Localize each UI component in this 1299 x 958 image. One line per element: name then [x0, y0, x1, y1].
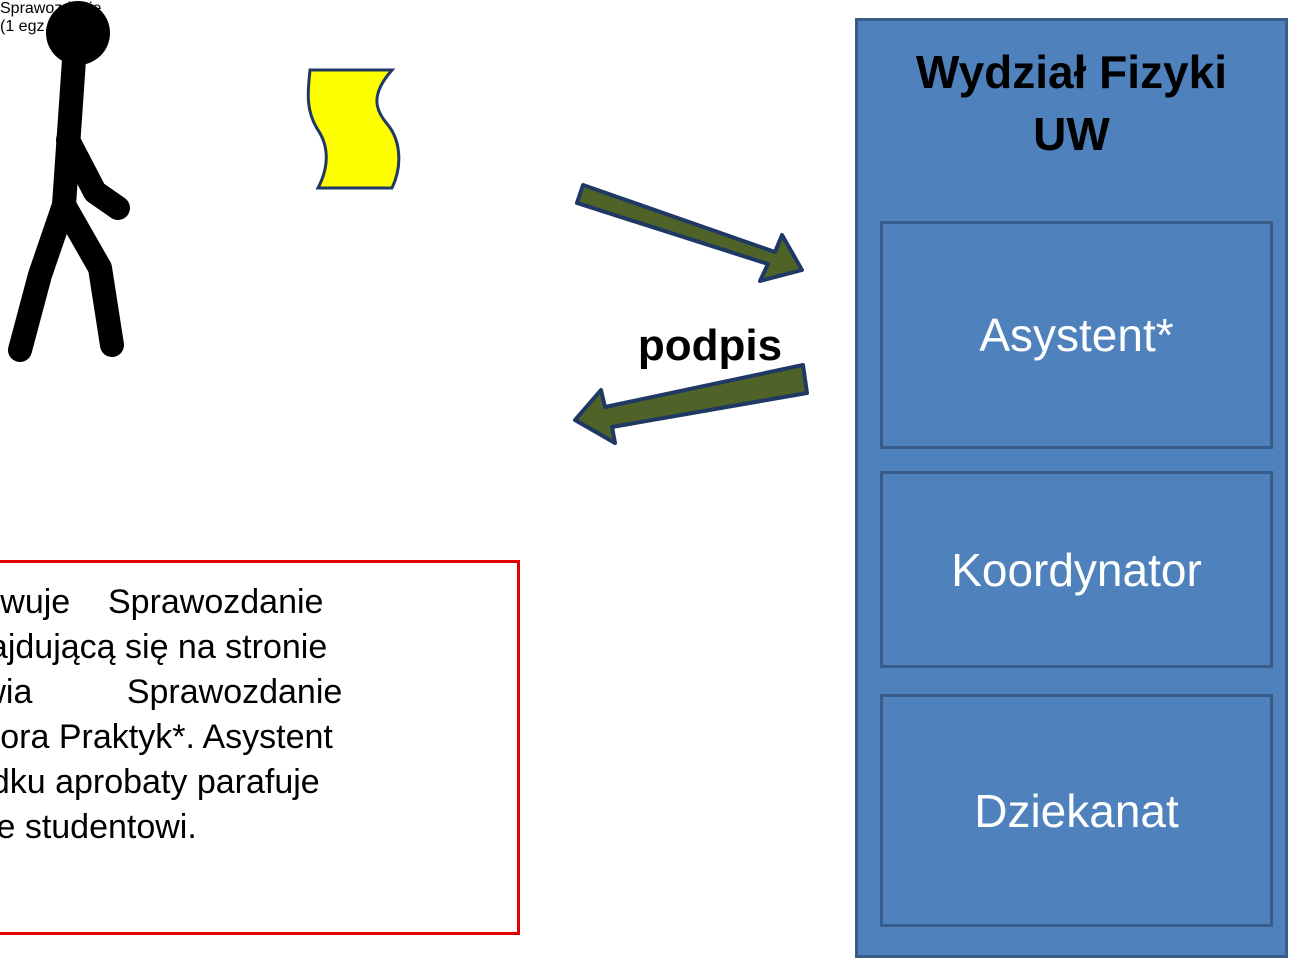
- unit-deans-office: Dziekanat: [880, 694, 1273, 927]
- copies-label: (1 egz.): [0, 18, 55, 35]
- unit-coordinator-label: Koordynator: [951, 543, 1202, 596]
- unit-deans-office-label: Dziekanat: [974, 784, 1179, 837]
- walking-person-icon: [8, 1, 130, 362]
- faculty-panel: Wydział Fizyki UW Asystent* Koordynator …: [855, 18, 1288, 958]
- submit-arrow-icon: [575, 183, 804, 283]
- procedure-note-box: otowuje Sprawozdanie znajdującą się na s…: [0, 560, 520, 935]
- report-document-icon: [306, 68, 401, 190]
- procedure-note-text: otowuje Sprawozdanie znajdującą się na s…: [0, 583, 343, 846]
- unit-coordinator: Koordynator: [880, 471, 1273, 668]
- unit-assistant-label: Asystent*: [979, 309, 1174, 361]
- signature-label: podpis: [637, 321, 783, 370]
- return-arrow-icon: [573, 363, 809, 445]
- unit-assistant: Asystent*: [880, 221, 1273, 449]
- faculty-title: Wydział Fizyki UW: [915, 46, 1228, 160]
